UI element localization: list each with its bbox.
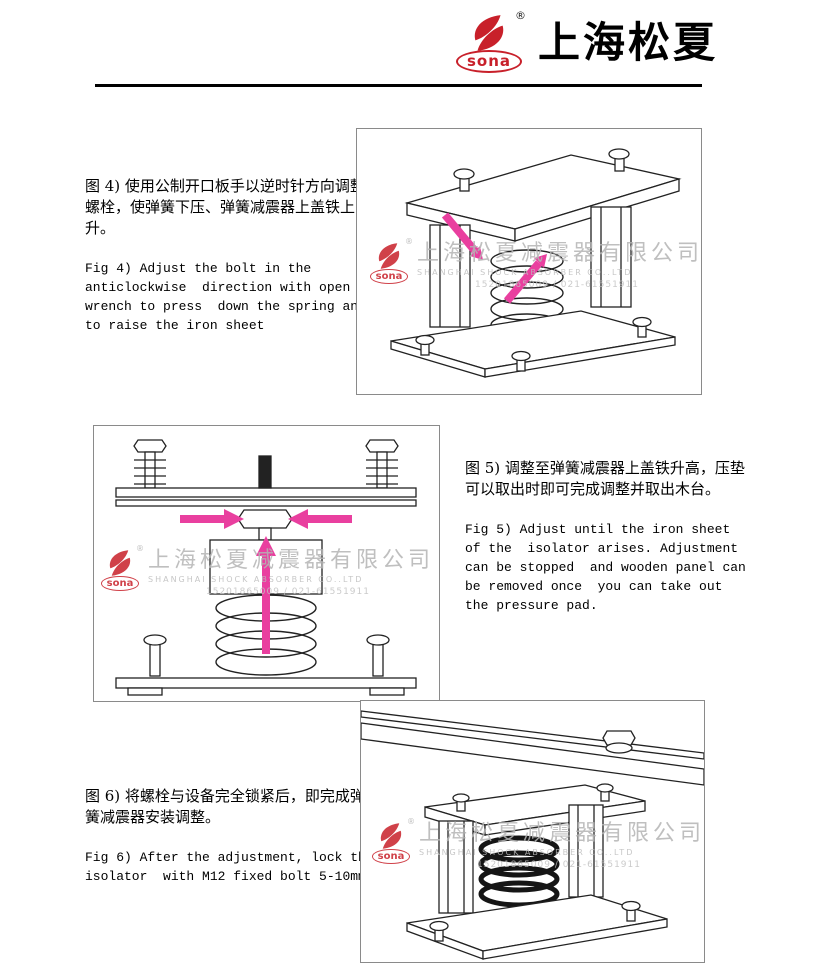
- fig5-adjust-arrows: [180, 509, 352, 654]
- fig5-adjust-nut: [237, 509, 293, 529]
- fig6-caption: 图 6) 将螺栓与设备完全锁紧后，即完成弹簧减震器安装调整。 Fig 6) Af…: [85, 786, 377, 886]
- sona-logo: ® sona: [455, 9, 526, 73]
- fig6-caption-en: Fig 6) After the adjustment, lock the is…: [85, 850, 374, 884]
- sona-logo-text: sona: [455, 50, 523, 73]
- header-divider: [95, 84, 702, 87]
- fig4-caption-cn: 图 4) 使用公制开口板手以逆时针方向调整螺栓，使弹簧下压、弹簧减震器上盖铁上升…: [85, 177, 365, 237]
- spacer: [85, 239, 369, 259]
- fig6-spring-coil: [478, 835, 560, 908]
- figure-5-panel: ® sona 上海松夏减震器有限公司 SHANGHAI SHOCK ABSORB…: [93, 425, 440, 702]
- fig5-caption-en: Fig 5) Adjust until the iron sheet of th…: [465, 522, 754, 613]
- spacer: [85, 828, 377, 848]
- fig6-isolator-drawing: [361, 710, 704, 960]
- sona-swoosh-icon: [474, 15, 504, 51]
- fig4-caption: 图 4) 使用公制开口板手以逆时针方向调整螺栓，使弹簧下压、弹簧减震器上盖铁上升…: [85, 176, 369, 335]
- fig6-equipment-plate: [361, 722, 704, 786]
- fig5-top-plate: [115, 487, 417, 498]
- fig5-caption: 图 5) 调整至弹簧减震器上盖铁升高，压垫可以取出时即可完成调整并取出木台。 F…: [465, 458, 749, 615]
- spacer: [465, 500, 749, 520]
- figure-6-panel: ® sona 上海松夏减震器有限公司 SHANGHAI SHOCK ABSORB…: [360, 700, 705, 963]
- fig4-isolator-drawing: [390, 148, 682, 378]
- fig6-left-pillar: [438, 820, 474, 914]
- fig4-caption-en: Fig 4) Adjust the bolt in the anticlockw…: [85, 261, 366, 333]
- brand-title: 上海松夏: [538, 18, 719, 67]
- fig4-adjust-arrows: [441, 212, 547, 304]
- fig6-fixing-bolt: [602, 730, 636, 746]
- fig5-caption-cn: 图 5) 调整至弹簧减震器上盖铁升高，压垫可以取出时即可完成调整并取出木台。: [465, 459, 745, 498]
- fig4-right-pillar: [590, 206, 632, 308]
- registered-mark: ®: [515, 9, 526, 22]
- header: ® sona 上海松夏: [455, 9, 719, 74]
- fig5-isolator-drawing: [115, 439, 417, 696]
- fig5-base-plate: [115, 677, 417, 689]
- figure-4-panel: ® sona 上海松夏减震器有限公司 SHANGHAI SHOCK ABSORB…: [356, 128, 702, 395]
- fig6-caption-cn: 图 6) 将螺栓与设备完全锁紧后，即完成弹簧减震器安装调整。: [85, 787, 365, 826]
- fig6-right-pillar: [568, 804, 604, 898]
